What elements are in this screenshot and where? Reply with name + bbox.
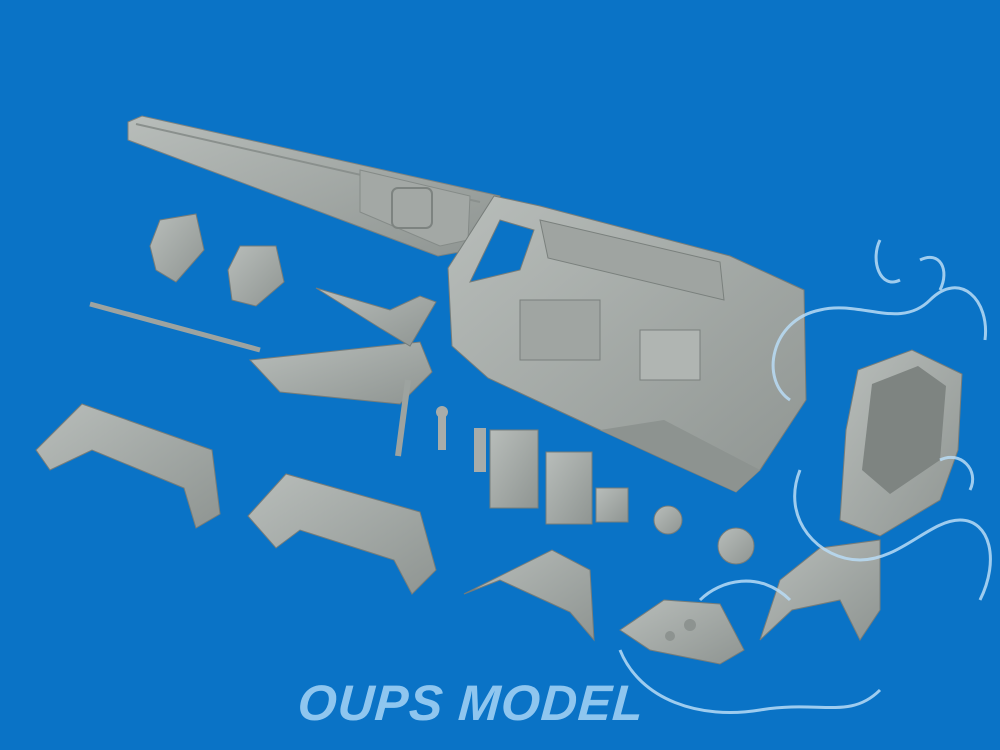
control-rod-part (89, 287, 437, 457)
watermark-mascot-drawing (618, 239, 992, 714)
rudder-pedal-part (149, 213, 285, 307)
side-console-part (35, 403, 437, 595)
small-parts-group (436, 406, 755, 642)
watermark-text: OUPS MODEL (296, 675, 647, 731)
cockpit-tub-part (447, 195, 807, 493)
seat-frame-part (759, 539, 881, 641)
pilot-seat-part (839, 349, 963, 537)
fuselage-spine-part (127, 115, 501, 257)
instrument-panel-part (619, 599, 745, 665)
